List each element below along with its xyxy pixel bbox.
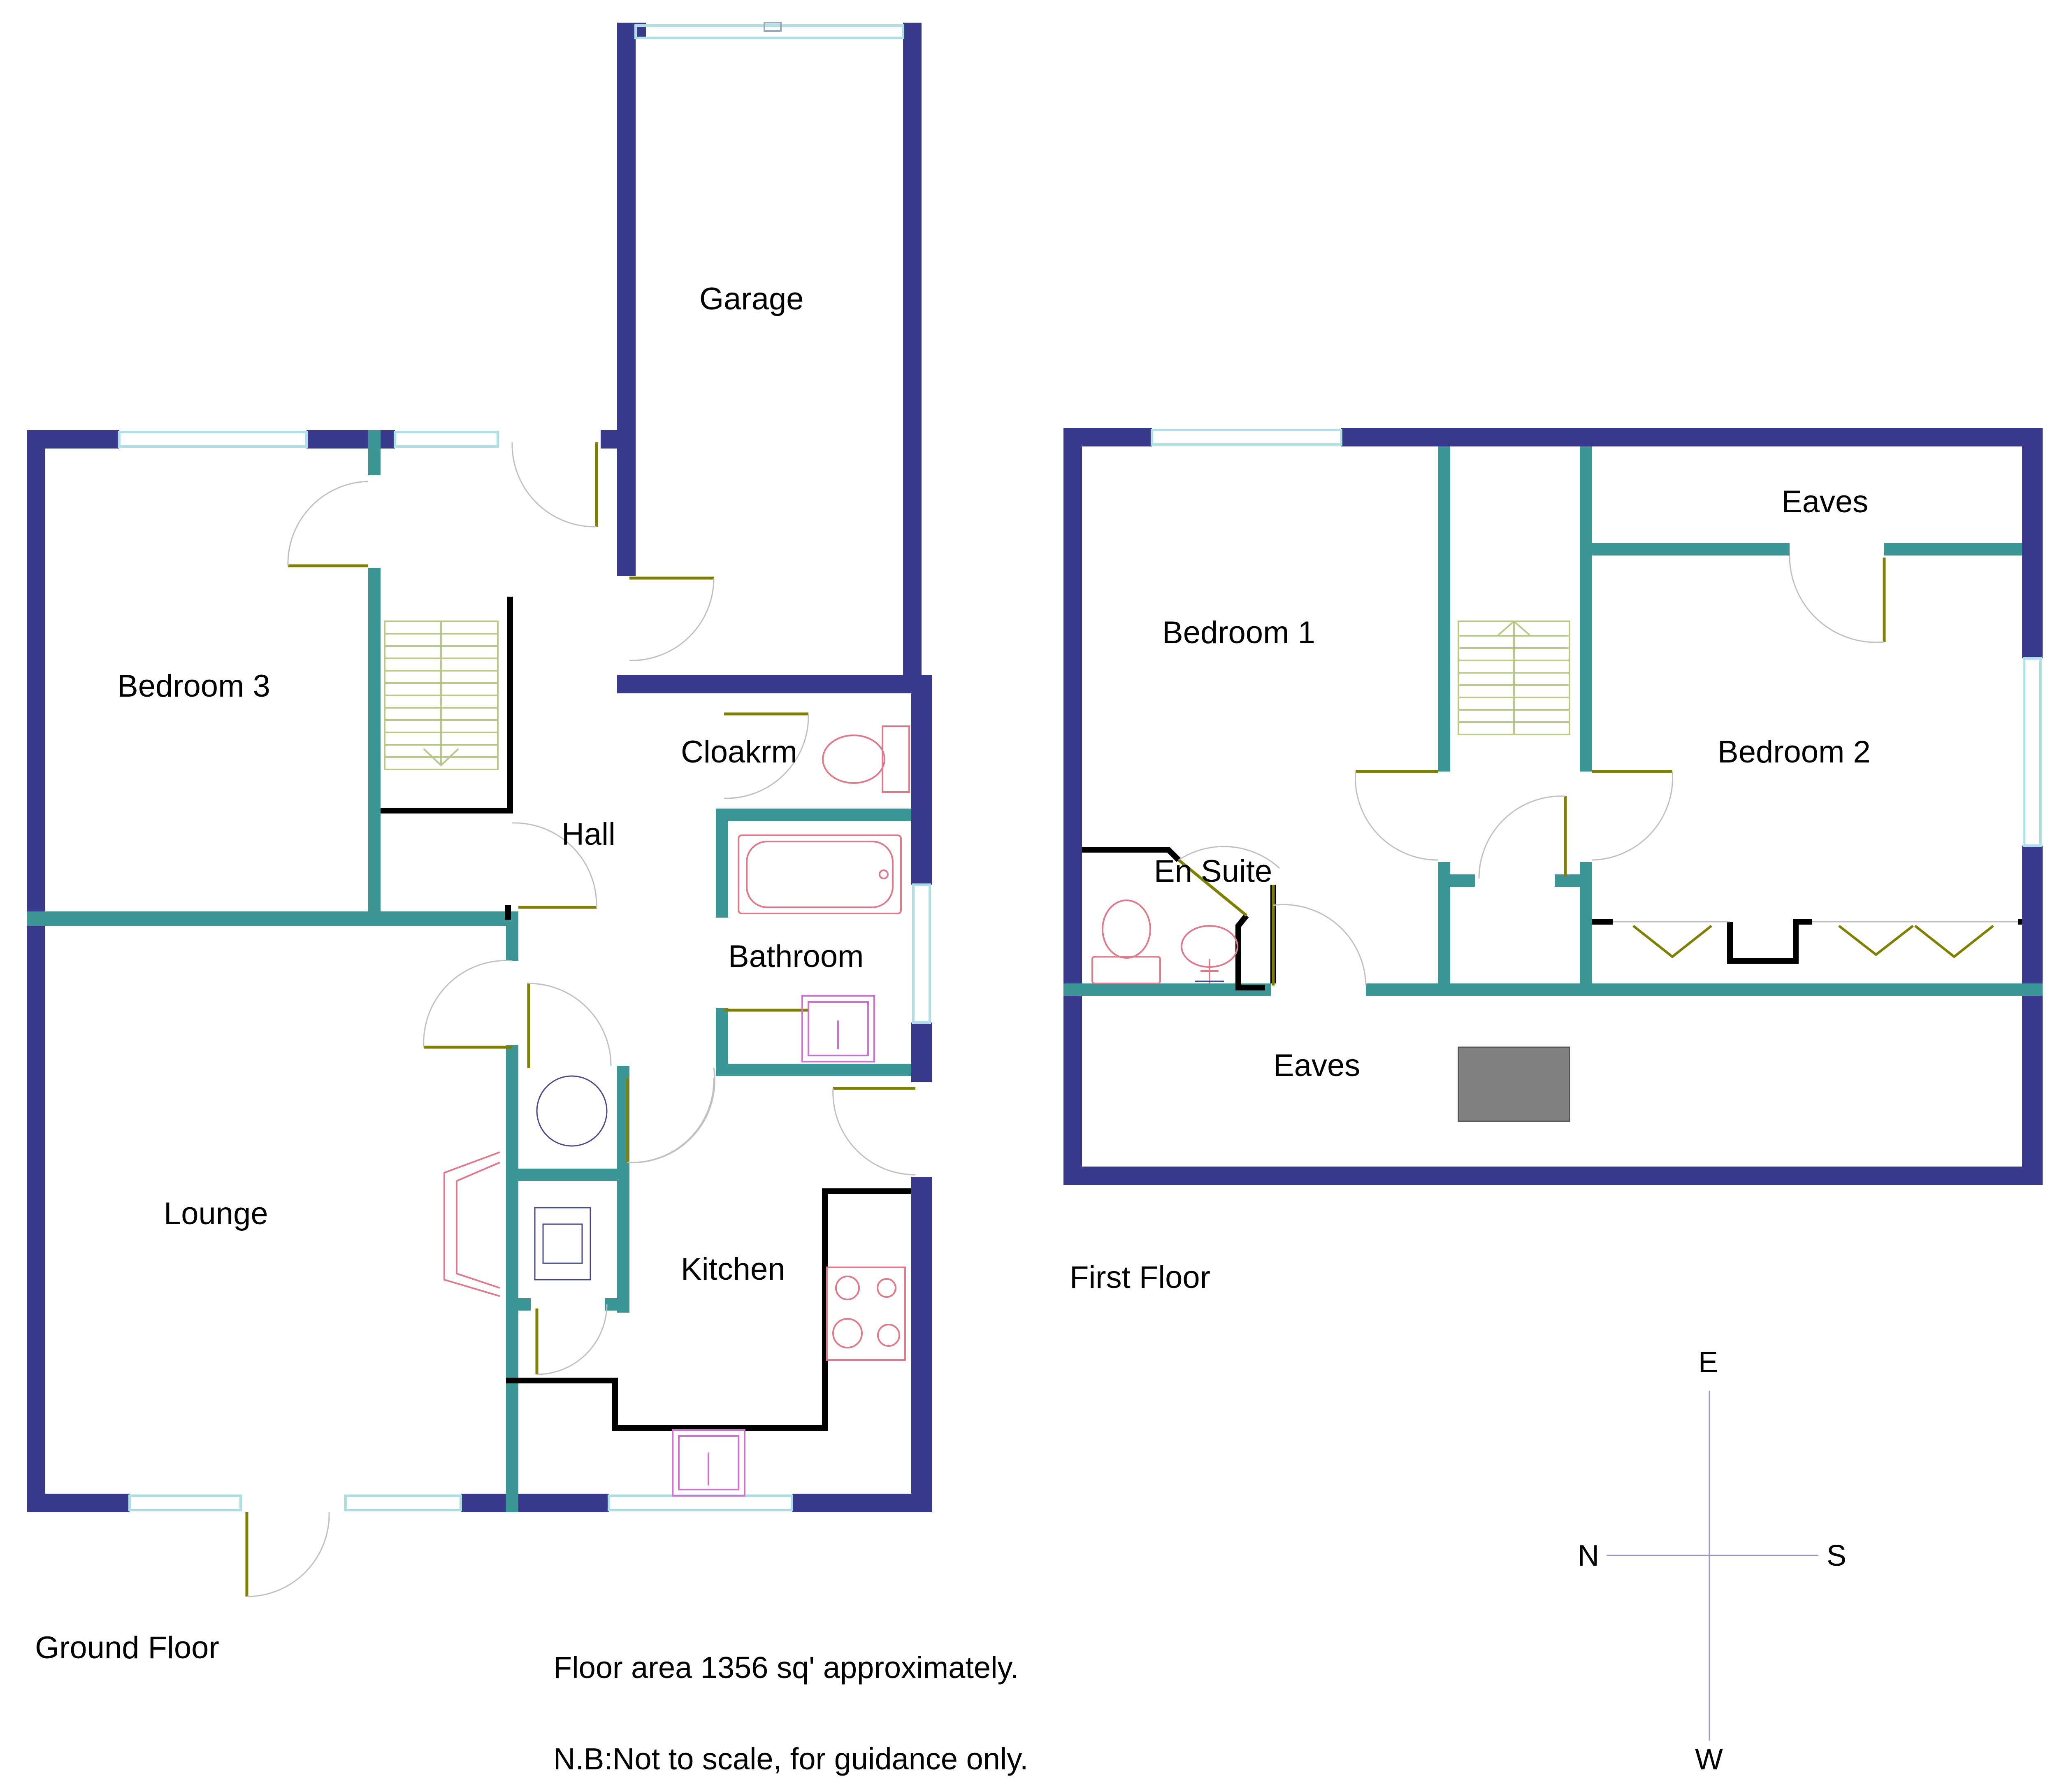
cloakroom-label: Cloakrm [681, 734, 797, 769]
eaves-top-label: Eaves [1781, 484, 1868, 519]
first-inner-walls [1063, 446, 2043, 996]
lounge-label: Lounge [164, 1196, 268, 1231]
compass-north: N [1578, 1539, 1599, 1572]
bedroom3-label: Bedroom 3 [117, 669, 270, 704]
garage-walls [601, 23, 922, 693]
first-stairs [1458, 620, 1570, 735]
ground-stairs [384, 621, 499, 770]
fireplace [443, 1151, 500, 1297]
ground-black-walls [381, 597, 911, 1431]
ground-fixtures [443, 725, 910, 1497]
kitchen-sink [672, 1429, 745, 1497]
loft-hatch [1458, 1046, 1570, 1122]
kitchen-label: Kitchen [681, 1252, 785, 1287]
en-suite-basin [1181, 925, 1238, 983]
compass: E N S W [1578, 1346, 1846, 1776]
ground-doors [245, 442, 916, 1597]
ground-floor-title: Ground Floor [35, 1630, 219, 1665]
disclaimer-note: N.B:Not to scale, for guidance only. [553, 1742, 1028, 1776]
garage-door-handle [764, 22, 782, 32]
cloakroom-wc [822, 725, 910, 793]
en-suite-wc [1091, 899, 1161, 984]
compass-south: S [1827, 1539, 1846, 1572]
utility-fixtures [534, 1075, 608, 1281]
first-doors [1177, 555, 1886, 986]
wardrobe-doors [1613, 921, 2018, 958]
ground-floor: Garage Bedroom 3 Hall Cloakrm Bathroom L… [27, 22, 932, 1665]
bath [738, 834, 902, 914]
en-suite-fixtures [1091, 899, 1238, 984]
boiler-outer [534, 1207, 591, 1281]
first-floor-title: First Floor [1070, 1260, 1210, 1295]
garage-door [634, 24, 904, 39]
eaves-bottom-label: Eaves [1273, 1048, 1360, 1083]
first-outer-walls [1063, 428, 2043, 1185]
garage-label: Garage [699, 281, 804, 316]
ground-inner-walls [27, 430, 911, 1512]
en-suite-label: En Suite [1154, 854, 1272, 889]
bathroom-basin [801, 995, 875, 1062]
hob [826, 1267, 906, 1361]
compass-east: E [1698, 1346, 1718, 1379]
cylinder [536, 1075, 608, 1147]
first-floor: Bedroom 1 Bedroom 2 Eaves En Suite Eaves… [1063, 428, 2043, 1295]
floor-area-note: Floor area 1356 sq' approximately. [553, 1650, 1019, 1685]
compass-west: W [1695, 1743, 1723, 1776]
bedroom2-label: Bedroom 2 [1718, 734, 1871, 769]
main-outer-walls [27, 430, 932, 1512]
hall-label: Hall [562, 817, 615, 852]
boiler-inner [542, 1223, 583, 1264]
bedroom1-label: Bedroom 1 [1162, 615, 1315, 650]
bathroom-label: Bathroom [728, 939, 864, 974]
first-windows [1151, 429, 2042, 847]
